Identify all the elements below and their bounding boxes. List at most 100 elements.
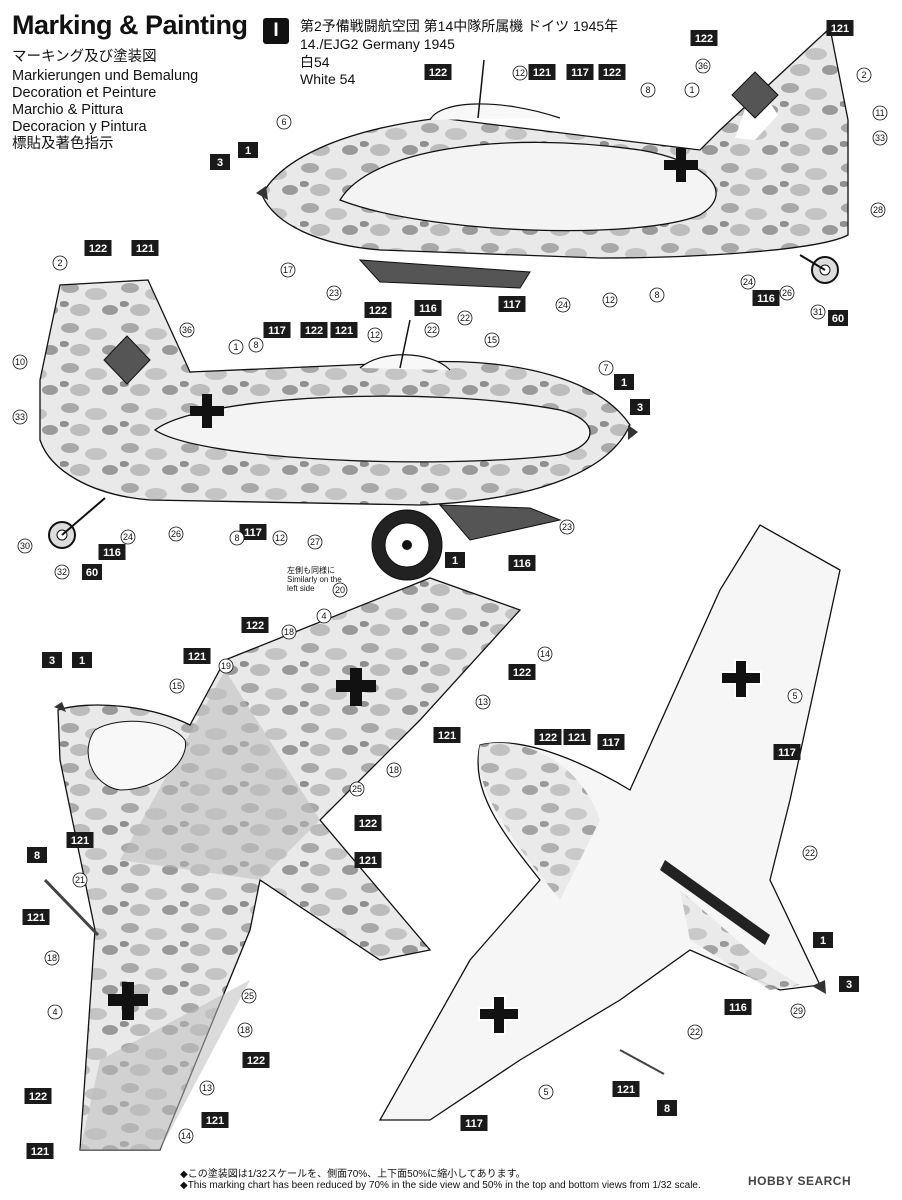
top-decal-122-label: 122 (246, 620, 264, 632)
right_side-part-1-circle (684, 82, 700, 98)
left_side-decal-3-box (630, 399, 650, 415)
top-decal-122-label: 122 (513, 667, 531, 679)
top-decal-121-box (26, 1143, 54, 1159)
top-part-14-circle (537, 646, 553, 662)
left_side-decal-116-box (414, 300, 442, 316)
top-part-18-circle (44, 950, 60, 966)
right_side-part-24-circle (555, 297, 571, 313)
left_side-part-24-circle (120, 529, 136, 545)
right_side-part-33-label: 33 (875, 133, 885, 143)
scheme-code-jp: 白54 (300, 54, 330, 70)
bottom-decal-117-label: 117 (778, 747, 796, 759)
top-decal-122-box (354, 815, 382, 831)
right_side-part-24-label: 24 (743, 277, 753, 287)
right_side-part-33-circle (872, 130, 888, 146)
scale-note-jp: ◆この塗装図は1/32スケールを、側面70%、上下面50%に縮小してあります。 (180, 1169, 526, 1180)
left_side-part-12-label: 12 (370, 330, 380, 340)
left_side-decal-60-box (82, 564, 102, 580)
left_side-part-30-circle (17, 538, 33, 554)
right_side-decal-117-label: 117 (503, 299, 521, 311)
top-decal-121-box (354, 852, 382, 868)
top-part-14-circle (178, 1128, 194, 1144)
bottom-part-5-label: 5 (792, 691, 797, 701)
right_side-decal-3-box (210, 154, 230, 170)
right-side-view (256, 26, 849, 289)
left_side-decal-121-label: 121 (136, 243, 154, 255)
right_side-decal-122-label: 122 (695, 33, 713, 45)
bottom-decal-121-label: 121 (617, 1084, 635, 1096)
title-french: Decoration et Peinture (12, 85, 157, 101)
right_side-part-1-label: 1 (689, 85, 694, 95)
left_side-part-10-circle (12, 354, 28, 370)
right_side-part-8-circle (649, 287, 665, 303)
top-decal-121-label: 121 (206, 1115, 224, 1127)
left_side-part-8-circle (248, 337, 264, 353)
scheme-unit-jp: 第2予備戦闘航空団 第14中隊所属機 ドイツ 1945年 (300, 18, 619, 34)
right_side-part-31-label: 31 (813, 307, 823, 317)
right_side-part-2-circle (856, 67, 872, 83)
top-part-21-circle (72, 872, 88, 888)
right_side-part-12-circle (602, 292, 618, 308)
left_side-decal-1-label: 1 (452, 555, 458, 567)
top-part-19-label: 19 (221, 661, 231, 671)
right_side-decal-121-label: 121 (831, 23, 849, 35)
left-side-view (39, 279, 638, 581)
right_side-part-36-label: 36 (698, 61, 708, 71)
top-decal-121-box (201, 1112, 229, 1128)
bottom-decal-8-box (657, 1100, 677, 1116)
right_side-decal-117-box (566, 64, 594, 80)
right_side-part-8-circle (640, 82, 656, 98)
title-chinese: 標貼及著色指示 (12, 136, 114, 152)
top-decal-3-box (42, 652, 62, 668)
left_side-decal-121-box (131, 240, 159, 256)
top-part-4-label: 4 (321, 611, 326, 621)
top-part-18-circle (237, 1022, 253, 1038)
right_side-decal-116-box (752, 290, 780, 306)
left_side-decal-117-box (263, 322, 291, 338)
right_side-part-8-label: 8 (654, 290, 659, 300)
right_side-part-24-circle (740, 274, 756, 290)
bottom-decal-121-box (563, 729, 591, 745)
top-part-18-label: 18 (389, 765, 399, 775)
bottom-part-22-label: 22 (805, 848, 815, 858)
scheme-code-en: White 54 (300, 71, 356, 87)
left_side-decal-116-label: 116 (419, 303, 437, 315)
right_side-decal-60-label: 60 (832, 313, 844, 325)
left_side-part-23-label: 23 (562, 522, 572, 532)
right_side-decal-3-label: 3 (217, 157, 223, 169)
left_side-part-10-label: 10 (15, 357, 25, 367)
top-decal-121-label: 121 (71, 835, 89, 847)
right_side-part-17-circle (280, 262, 296, 278)
left_side-part-7-label: 7 (603, 363, 608, 373)
left_side-decal-116-box (508, 555, 536, 571)
top-part-13-circle (475, 694, 491, 710)
left-side-note-en1: Similarly on the (287, 575, 342, 584)
right_side-decal-1-box (238, 142, 258, 158)
left_side-part-20-label: 20 (335, 585, 345, 595)
left-side-note: 左側も同様に Similarly on the left side (287, 566, 342, 593)
left_side-decal-122-box (300, 322, 328, 338)
top-part-19-circle (218, 658, 234, 674)
page-title: Marking & Painting (12, 10, 248, 40)
title-german: Markierungen und Bemalung (12, 68, 199, 84)
right_side-part-24-label: 24 (558, 300, 568, 310)
bottom-decal-121-box (612, 1081, 640, 1097)
right_side-decal-122-label: 122 (429, 67, 447, 79)
bottom-part-29-circle (790, 1003, 806, 1019)
left_side-part-1-label: 1 (233, 342, 238, 352)
top-part-25-circle (349, 781, 365, 797)
left_side-part-2-circle (52, 255, 68, 271)
left_side-part-30-label: 30 (20, 541, 30, 551)
right_side-part-36-circle (695, 58, 711, 74)
bottom-view (378, 524, 841, 1121)
right_side-part-23-label: 23 (329, 288, 339, 298)
right_side-part-17-label: 17 (283, 265, 293, 275)
top-decal-122-box (508, 664, 536, 680)
top-decal-121-label: 121 (27, 912, 45, 924)
left_side-part-33-circle (12, 409, 28, 425)
left_side-decal-1-box (445, 552, 465, 568)
hobby-search-logo: HOBBY SEARCH (748, 1174, 852, 1188)
left_side-decal-116-label: 116 (103, 547, 121, 559)
top-part-25-label: 25 (244, 991, 254, 1001)
